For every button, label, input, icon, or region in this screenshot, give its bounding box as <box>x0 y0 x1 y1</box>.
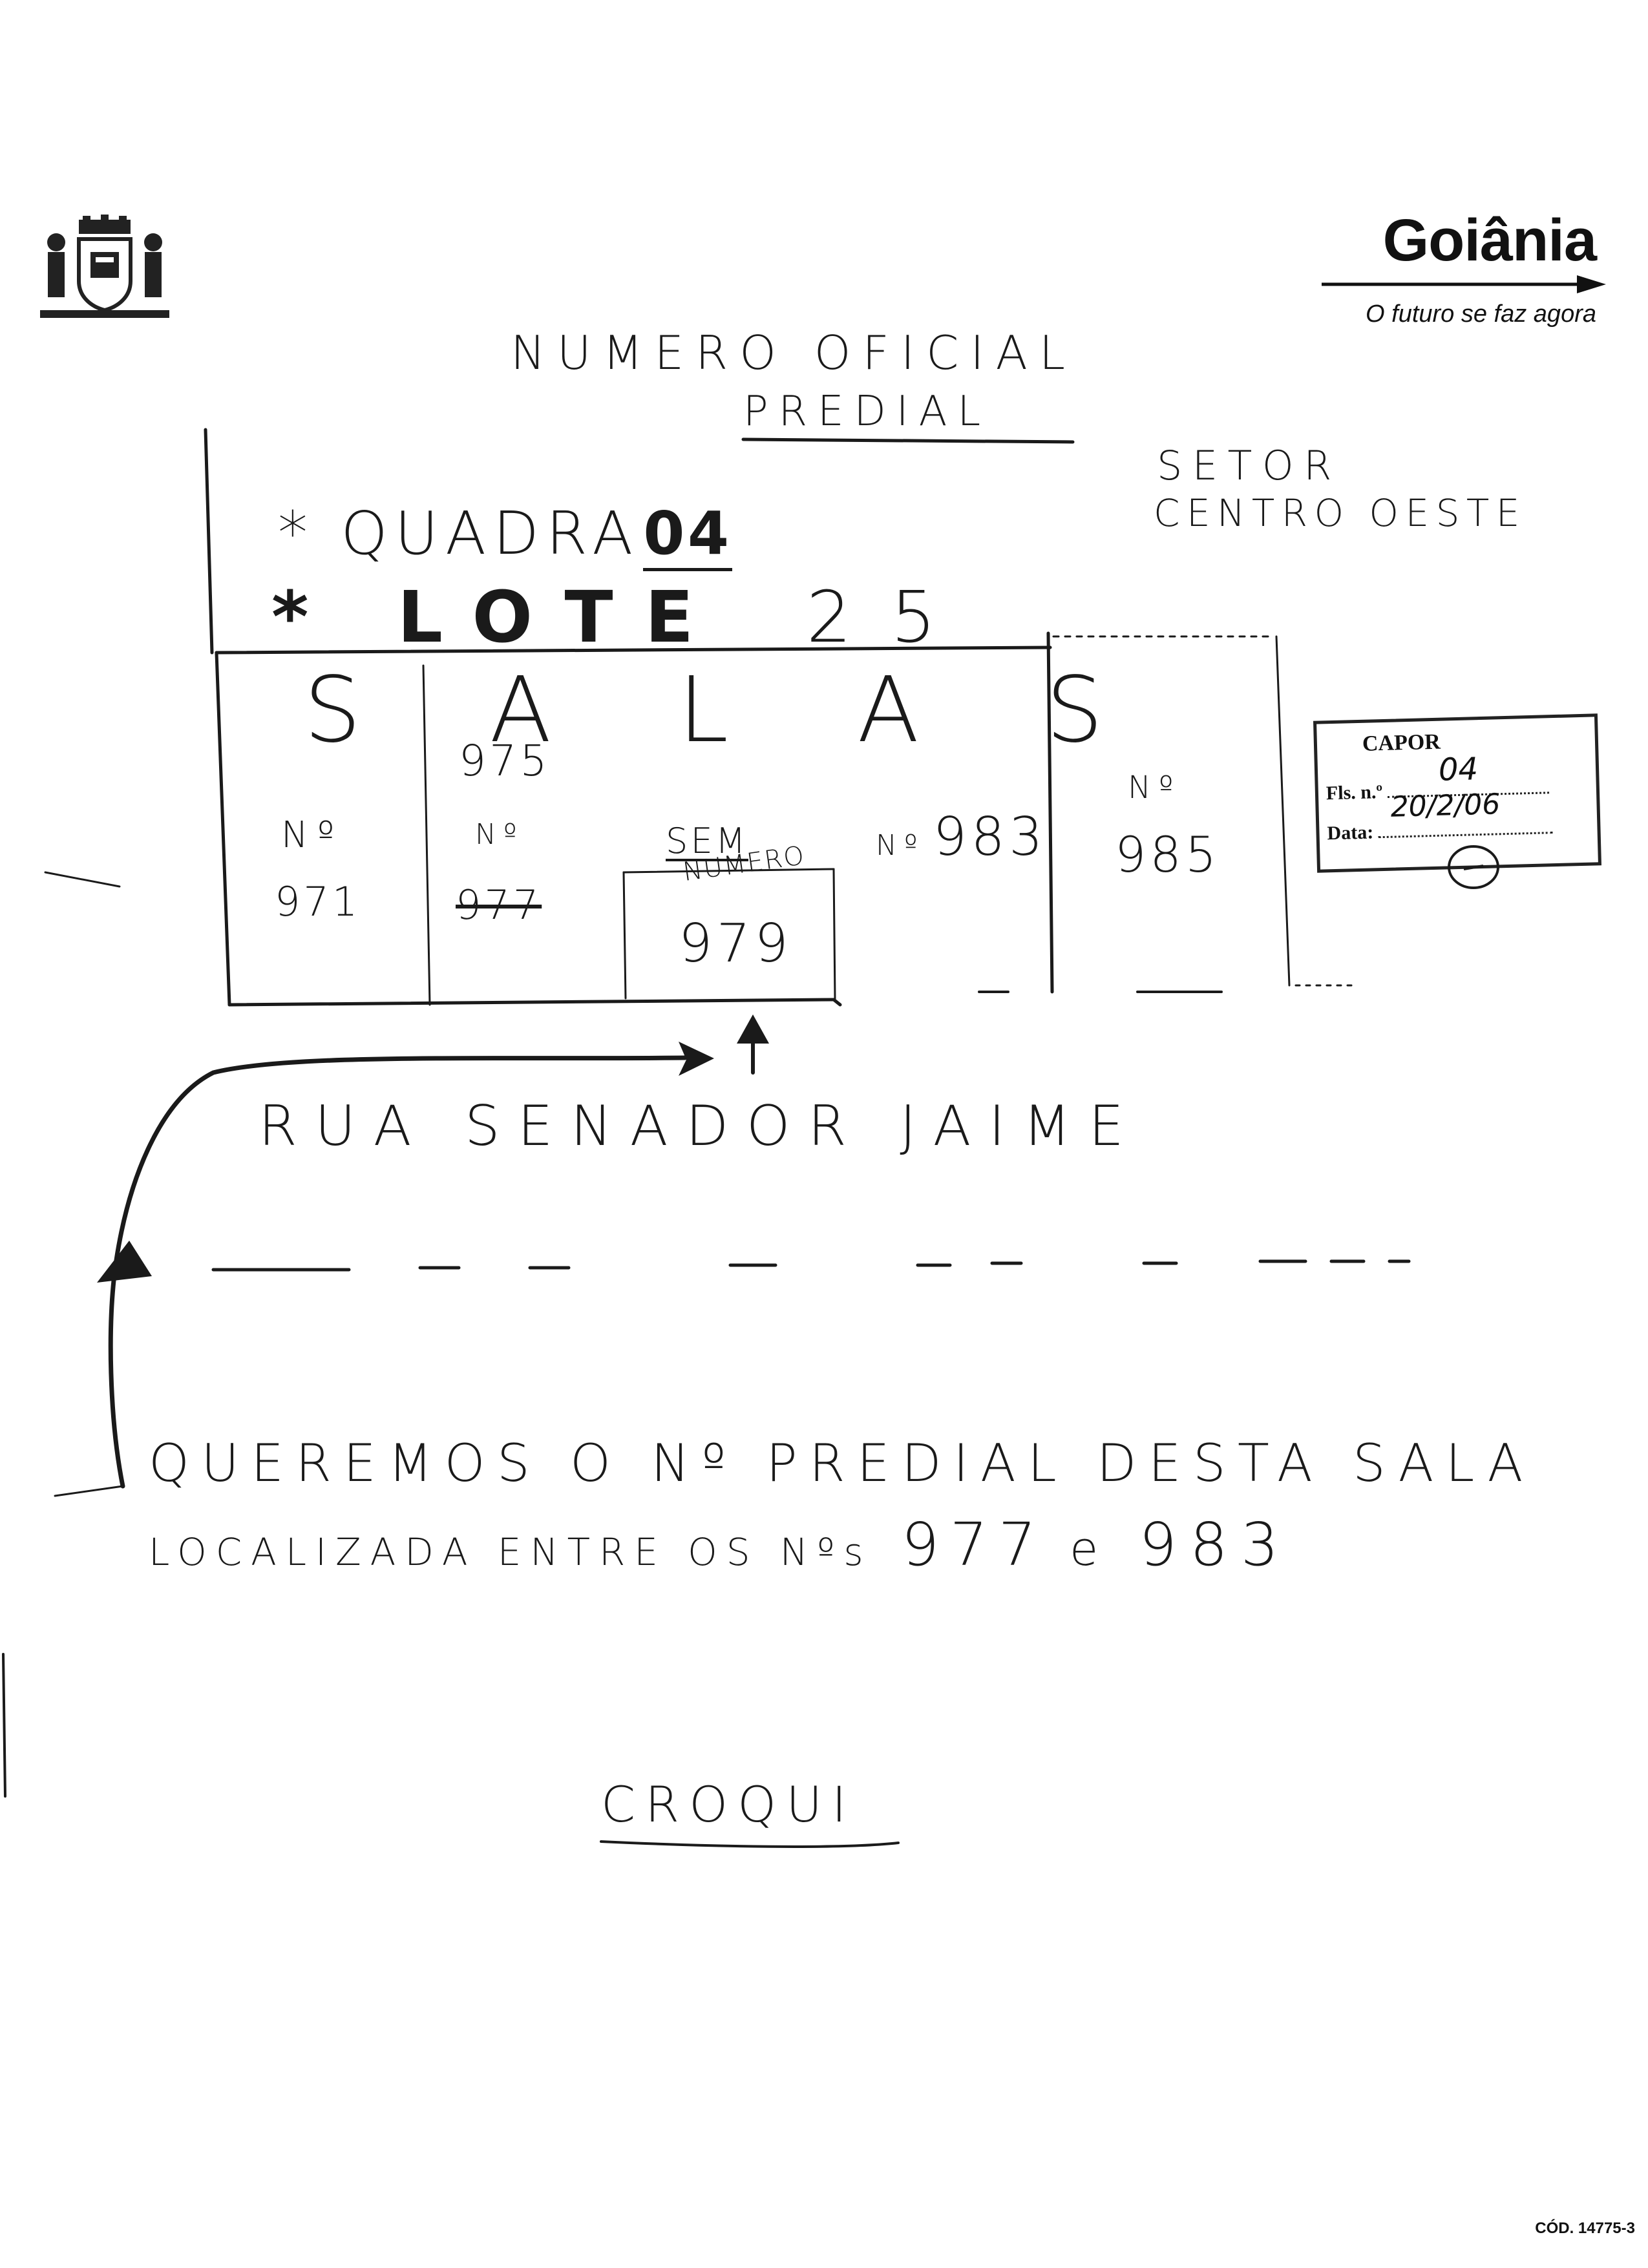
lote-value: 25 <box>806 576 975 658</box>
salas-label: SALAS <box>304 658 1231 763</box>
building-right-wall <box>1046 631 1054 994</box>
room-979-right <box>832 868 836 1001</box>
croqui-label: CROQUI <box>601 1776 856 1833</box>
setor-line-1: SETOR <box>1157 442 1342 489</box>
stamp-date-label: Data: <box>1327 821 1374 845</box>
title-line-1: NUMERO OFICIAL <box>511 326 1077 380</box>
room-979: 979 <box>679 913 793 974</box>
brand-slogan: O futuro se faz agora <box>1366 300 1596 328</box>
title-underline <box>741 437 1075 444</box>
building-top-line <box>215 646 1052 655</box>
room-971: 971 <box>275 878 361 925</box>
arrowhead-right <box>679 1042 714 1076</box>
stamp-date-value: 20/2/06 <box>1390 788 1501 824</box>
request-num-1: 977 <box>901 1510 1047 1579</box>
stamp-date-row: Data: 20/2/06 <box>1327 788 1553 845</box>
building-bottom-line <box>227 998 836 1007</box>
stamp-initials-icon <box>1448 845 1499 889</box>
room-985-label: Nº <box>1128 770 1181 806</box>
quadra-value: 04 <box>643 499 732 571</box>
room-977-label: Nº <box>475 818 524 851</box>
brand-block: Goiânia O futuro se faz agora <box>1318 207 1609 336</box>
form-code: CÓD. 14775-3 <box>1535 2220 1635 2237</box>
property-boundary-left <box>204 428 214 655</box>
room-979-top <box>622 868 835 874</box>
croqui-underline <box>600 1840 900 1848</box>
quadra-row: * QUADRA 04 <box>278 499 732 571</box>
request-connector: e <box>1069 1522 1110 1576</box>
pointer-arrow-path <box>108 1055 688 1489</box>
lote-label: * LOTE <box>271 576 726 658</box>
quadra-label: * QUADRA <box>278 499 640 568</box>
coat-of-arms-logo <box>34 213 176 323</box>
request-line-2-text: LOCALIZADA ENTRE OS Nºs <box>149 1530 872 1574</box>
brand-arrow-icon <box>1322 275 1606 293</box>
divider-971-977 <box>422 664 431 1006</box>
room-985: 985 <box>1115 826 1221 883</box>
request-num-2: 983 <box>1139 1510 1292 1579</box>
stamp-header-text: CAPOR <box>1362 730 1441 756</box>
lot-985-right-wall <box>1275 635 1291 987</box>
divider-977-979 <box>622 871 627 1000</box>
arrowhead-curve <box>97 1241 152 1283</box>
room-983-value: 983 <box>933 806 1047 868</box>
brand-name: Goiânia <box>1382 207 1597 273</box>
arrowhead-up <box>737 1014 769 1044</box>
room-975: 975 <box>459 736 551 786</box>
room-971-label: Nº <box>281 814 344 856</box>
room-983-label: Nº <box>876 829 925 862</box>
sem-numero-1: SEM <box>666 821 748 861</box>
stamp-fls-value: 04 <box>1438 751 1479 788</box>
title-line-2: PREDIAL <box>743 388 991 436</box>
request-line-1: QUEREMOS O Nº PREDIAL DESTA SALA <box>149 1433 1535 1493</box>
lote-row: * LOTE 25 <box>271 582 975 653</box>
stamp-header: CAPOR <box>1336 730 1441 757</box>
building-left-wall <box>215 651 231 1007</box>
room-983: Nº 983 <box>876 811 1047 864</box>
room-977: 977 <box>456 881 542 929</box>
setor-line-2: CENTRO OESTE <box>1154 491 1527 535</box>
stamp-header-prefix <box>1336 735 1337 756</box>
stamp-fls-label: Fls. n.º <box>1326 781 1383 804</box>
street-name: RUA SENADOR JAIME <box>259 1094 1142 1159</box>
request-line-2: LOCALIZADA ENTRE OS Nºs 977 e 983 <box>149 1515 1292 1575</box>
